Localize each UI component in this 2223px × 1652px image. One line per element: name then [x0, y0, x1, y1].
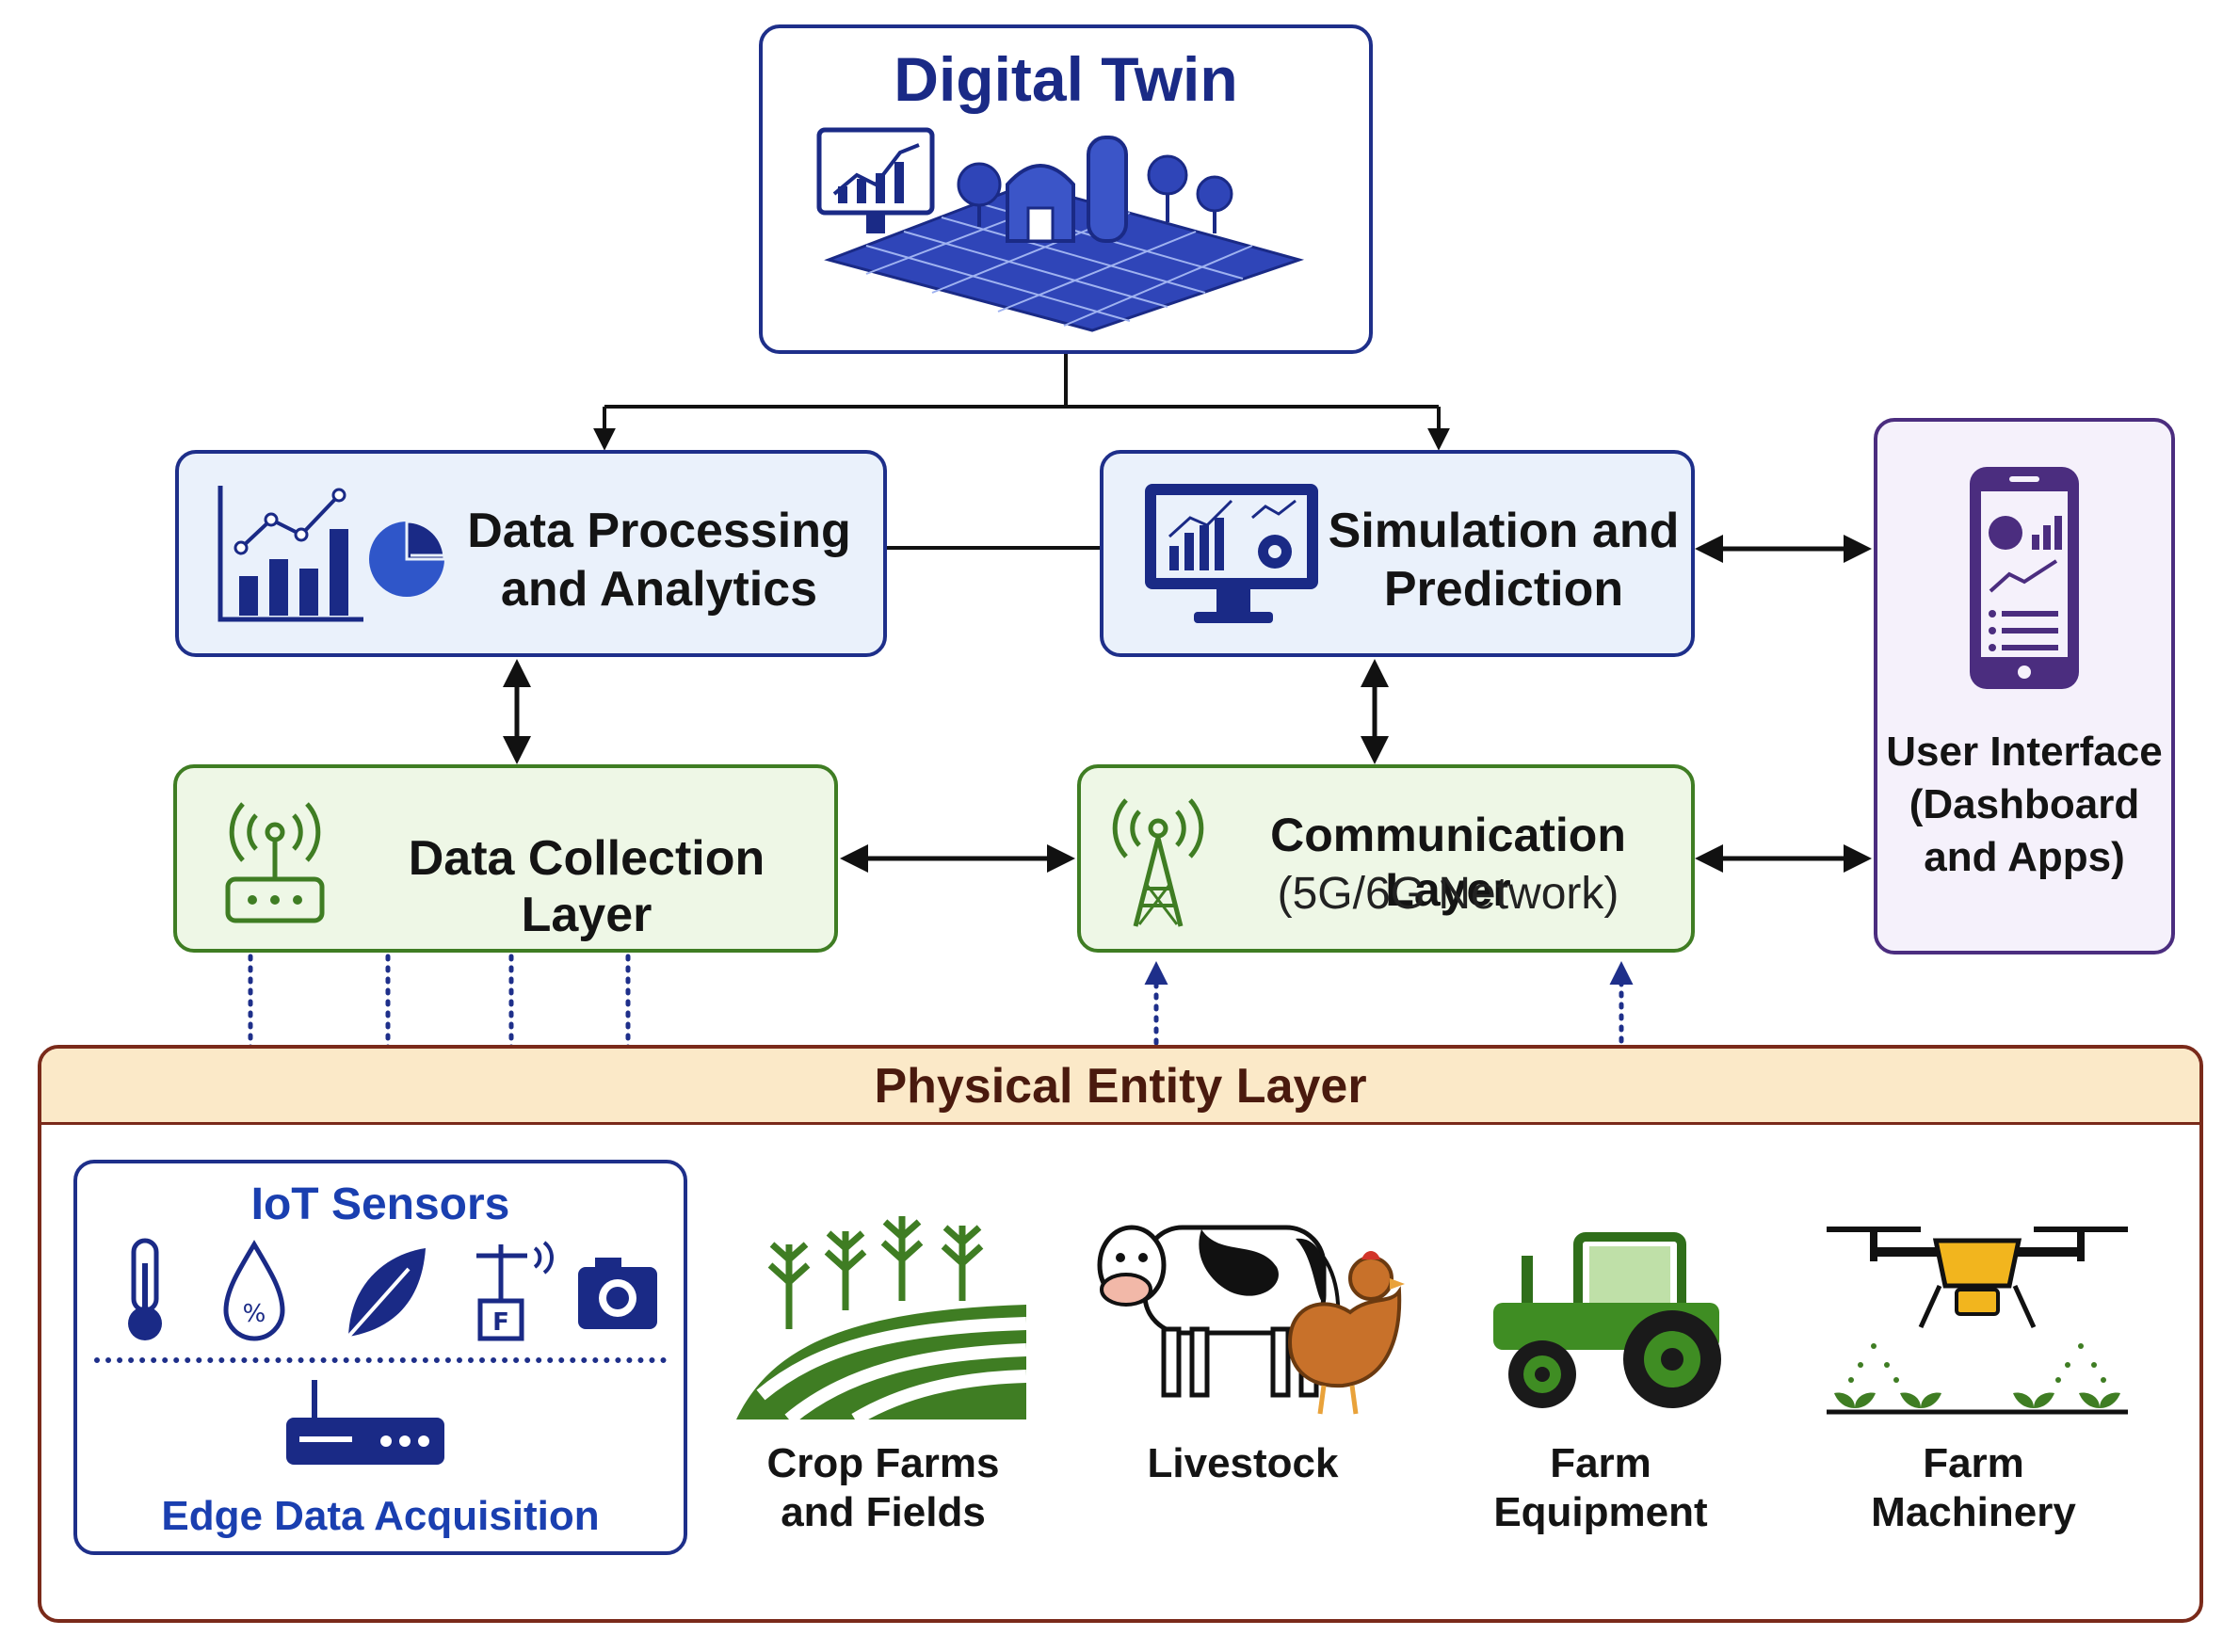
pie-chart-icon	[369, 520, 446, 597]
svg-text:F: F	[492, 1308, 509, 1337]
entity-machinery-line2: Machinery	[1871, 1489, 2076, 1535]
entity-equipment-line2: Equipment	[1493, 1489, 1708, 1535]
data-processing-line1: Data Processing	[467, 504, 851, 558]
thermometer-icon	[128, 1238, 162, 1340]
physical-layer-title: Physical Entity Layer	[874, 1059, 1367, 1114]
simulation-line2: Prediction	[1383, 562, 1624, 617]
data-collection-box: Data Collection Layer	[173, 764, 838, 953]
analytics-chart-icon	[217, 486, 363, 622]
smartphone-icon	[1970, 467, 2079, 689]
livestock-icon	[1097, 1225, 1405, 1415]
sensor-icons-row: % F	[128, 1238, 657, 1341]
digital-twin-title: Digital Twin	[894, 44, 1238, 114]
user-interface-box: User Interface (Dashboard and Apps)	[1874, 418, 2175, 954]
entity-crop-line1: Crop Farms	[766, 1440, 1000, 1486]
tractor-icon	[1493, 1232, 1721, 1408]
sensor-divider	[94, 1357, 667, 1363]
ui-line3: and Apps)	[1924, 834, 2125, 880]
edge-device-icon	[286, 1380, 444, 1465]
twin-split-connector	[593, 354, 1450, 451]
simulation-box: Simulation and Prediction	[1100, 450, 1695, 657]
entity-equipment-line1: Farm	[1550, 1440, 1651, 1486]
cow-icon	[1097, 1225, 1341, 1398]
leaf-icon	[346, 1248, 426, 1339]
data-processing-line2: and Analytics	[500, 562, 818, 617]
iot-sensors-box: IoT Sensors % F	[73, 1160, 687, 1555]
digital-twin-box: Digital Twin	[759, 24, 1373, 354]
humidity-drop-icon: %	[223, 1240, 285, 1341]
digital-farm-illustration	[816, 127, 1305, 332]
data-processing-box: Data Processing and Analytics	[175, 450, 887, 657]
communication-line2: (5G/6G Network)	[1277, 869, 1619, 919]
ui-line1: User Interface	[1886, 729, 2163, 775]
physical-layer-header	[41, 1049, 2199, 1125]
router-signal-icon	[225, 802, 325, 923]
communication-line1: Communication Layer	[1270, 809, 1626, 916]
simulation-line1: Simulation and	[1328, 504, 1680, 558]
entity-crop-line2: and Fields	[781, 1489, 986, 1535]
drone-icon	[1827, 1227, 2128, 1415]
entity-machinery-line1: Farm	[1923, 1440, 2024, 1486]
data-collection-title: Data Collection Layer	[408, 831, 765, 942]
crop-field-icon	[736, 1216, 1027, 1423]
svg-text:%: %	[243, 1300, 266, 1328]
entity-livestock-line1: Livestock	[1147, 1440, 1339, 1486]
cell-tower-icon	[1112, 798, 1204, 927]
monitor-gear-icon	[1145, 484, 1318, 623]
ui-line2: (Dashboard	[1909, 781, 2140, 827]
camera-icon	[578, 1258, 657, 1329]
iot-sensors-title: IoT Sensors	[250, 1179, 510, 1229]
edge-acquisition-label: Edge Data Acquisition	[161, 1493, 600, 1539]
chicken-icon	[1287, 1251, 1405, 1415]
weather-station-icon: F	[476, 1241, 554, 1341]
communication-box: Communication Layer (5G/6G Network)	[1077, 764, 1695, 953]
